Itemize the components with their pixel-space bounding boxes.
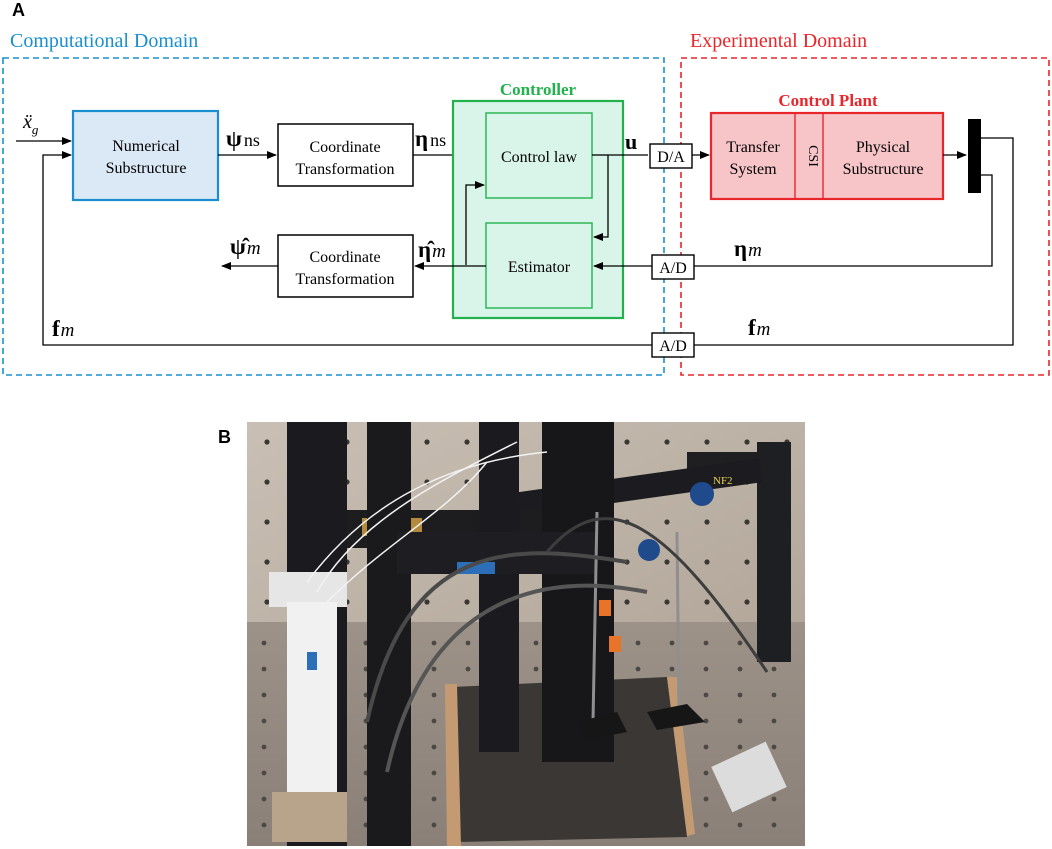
- panel-b-label: B: [218, 427, 231, 447]
- experimental-domain-boundary: [680, 57, 1050, 376]
- coordinate-transformation-bottom-block: [277, 234, 414, 298]
- coord-bottom-line1: Coordinate: [309, 249, 380, 266]
- coord-bottom-line2: Transformation: [296, 271, 395, 288]
- coord-top-line1: Coordinate: [309, 139, 380, 156]
- panel-a-label: A: [12, 0, 25, 20]
- fm-feedback-line-right: [694, 137, 1014, 346]
- fm-right-symbol: fm: [748, 315, 770, 340]
- frame-column-right-front: [542, 422, 614, 762]
- transfer-system-line2: System: [729, 161, 777, 178]
- coordinate-transformation-top-block: [277, 123, 414, 187]
- computational-domain-boundary: [2, 57, 665, 376]
- u-to-estimator-arrow: [593, 155, 609, 241]
- controller-title: Controller: [500, 80, 577, 99]
- actuator-marking: NF2: [713, 475, 733, 487]
- ad-f-label: A/D: [659, 338, 687, 355]
- sensor-bar: [968, 119, 981, 193]
- frame-column-left-front: [367, 422, 411, 846]
- u-symbol: u: [625, 129, 637, 154]
- physical-substructure-line1: Physical: [856, 139, 911, 156]
- hybrid-simulation-diagram: Computational Domain Experimental Domain…: [2, 30, 1050, 376]
- ad-eta-label: A/D: [659, 260, 687, 277]
- control-law-label: Control law: [501, 149, 577, 166]
- displacement-sensor: [711, 741, 787, 813]
- control-plant-block: [709, 111, 945, 201]
- numerical-substructure-block: [71, 109, 220, 202]
- swivel-joint-2: [638, 539, 660, 561]
- eta-m-feedback-line: [694, 174, 993, 267]
- da-converter: [649, 143, 693, 169]
- ground-accel-symbol: ẍg: [22, 111, 39, 137]
- computational-domain-title: Computational Domain: [10, 30, 198, 52]
- estimate-feedback-arrow: [465, 181, 485, 265]
- eta-m-symbol: ηm: [734, 236, 762, 261]
- control-plant-title: Control Plant: [778, 91, 878, 110]
- fm-left-symbol: fm: [52, 316, 74, 341]
- experimental-setup-photo: NF2: [247, 422, 805, 846]
- white-column-sensor: [287, 602, 337, 802]
- ad-converter-eta: [651, 254, 695, 280]
- transfer-system-line1: Transfer: [726, 139, 780, 156]
- experimental-domain-title: Experimental Domain: [690, 30, 867, 52]
- estimator-label: Estimator: [508, 259, 571, 276]
- csi-label: CSI: [805, 145, 820, 167]
- physical-substructure-line2: Substructure: [843, 161, 924, 178]
- coord-top-line2: Transformation: [296, 161, 395, 178]
- frame-column-right-back: [479, 422, 519, 752]
- da-label: D/A: [657, 149, 685, 166]
- swivel-joint-1: [690, 482, 714, 506]
- numerical-substructure-line1: Numerical: [112, 138, 180, 155]
- fm-feedback-line-left: [42, 151, 652, 346]
- eta-hat-m-symbol: η̂m: [418, 237, 446, 262]
- control-law-block: [485, 112, 593, 199]
- actuator-frame: [757, 442, 791, 662]
- sensor-block: [269, 572, 347, 607]
- psi-hat-m-symbol: ψ̂m: [230, 234, 261, 259]
- numerical-substructure-line2: Substructure: [106, 160, 187, 177]
